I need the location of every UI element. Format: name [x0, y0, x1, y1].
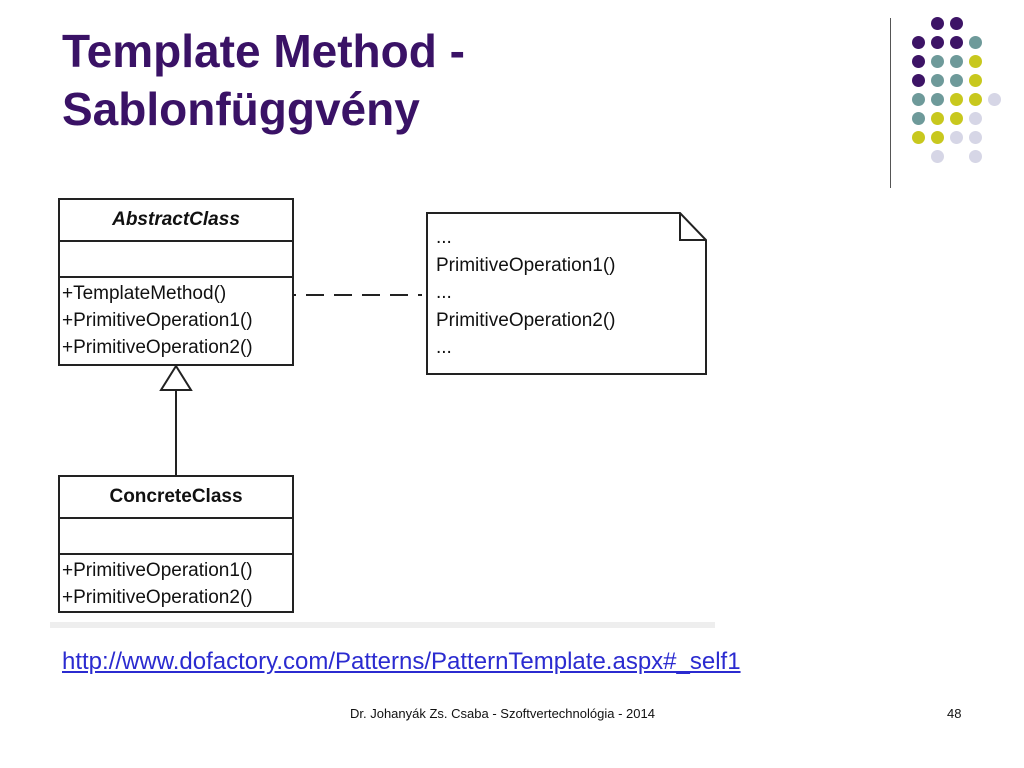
- decorative-dot: [930, 73, 944, 87]
- concrete-class-operations: +PrimitiveOperation1() +PrimitiveOperati…: [60, 555, 292, 613]
- decorative-dot: [968, 92, 982, 106]
- note-text: ... PrimitiveOperation1() ... PrimitiveO…: [436, 224, 616, 362]
- concrete-class-attributes: [60, 519, 292, 555]
- note-line-5: ...: [436, 337, 452, 358]
- note-line-1: ...: [436, 227, 452, 248]
- decorative-dot: [949, 16, 963, 30]
- abstract-op-primitive-2: +PrimitiveOperation2(): [62, 337, 253, 358]
- diagram-bottom-strip: [50, 622, 715, 628]
- concrete-op-primitive-2: +PrimitiveOperation2(): [62, 587, 253, 608]
- note-shape: [426, 212, 707, 375]
- note-line-3: ...: [436, 282, 452, 303]
- abstract-op-template-method: +TemplateMethod(): [62, 283, 227, 304]
- decorative-dot: [911, 111, 925, 125]
- decorative-dot: [911, 92, 925, 106]
- page-number: 48: [947, 706, 962, 721]
- decorative-dot: [949, 92, 963, 106]
- decorative-dot: [930, 16, 944, 30]
- decorative-dot: [949, 111, 963, 125]
- decorative-dot: [930, 35, 944, 49]
- decorative-dot: [930, 92, 944, 106]
- slide-title-line-2: Sablonfüggvény: [62, 83, 420, 135]
- decorative-dot: [930, 149, 944, 163]
- decorative-dot: [949, 130, 963, 144]
- decorative-dot: [949, 54, 963, 68]
- decorative-dot: [911, 130, 925, 144]
- source-link[interactable]: http://www.dofactory.com/Patterns/Patter…: [62, 648, 741, 675]
- concrete-op-primitive-1: +PrimitiveOperation1(): [62, 560, 253, 581]
- slide-title-line-1: Template Method -: [62, 25, 465, 77]
- decorative-dot: [968, 111, 982, 125]
- decorative-dot: [930, 54, 944, 68]
- decorative-dot: [968, 54, 982, 68]
- uml-note: ... PrimitiveOperation1() ... PrimitiveO…: [426, 212, 707, 375]
- uml-connectors: [159, 294, 422, 476]
- decorative-dot: [911, 73, 925, 87]
- decorative-dot-grid: [0, 0, 1024, 200]
- decorative-dot: [949, 73, 963, 87]
- abstract-class-attributes: [60, 242, 292, 278]
- abstract-class-operations: +TemplateMethod() +PrimitiveOperation1()…: [60, 278, 292, 363]
- decorative-dot: [968, 73, 982, 87]
- concrete-class-name: ConcreteClass: [60, 477, 292, 519]
- abstract-class-name: AbstractClass: [60, 200, 292, 242]
- uml-diagram: AbstractClass +TemplateMethod() +Primiti…: [50, 190, 730, 630]
- decorative-dot: [968, 35, 982, 49]
- inheritance-arrow: [159, 364, 193, 391]
- decorative-dot: [930, 111, 944, 125]
- note-line-4: PrimitiveOperation2(): [436, 309, 616, 331]
- decorative-dot: [911, 35, 925, 49]
- note-line-2: PrimitiveOperation1(): [436, 254, 616, 276]
- slide-title: Template Method - Sablonfüggvény: [62, 22, 822, 138]
- decorative-divider: [890, 18, 891, 188]
- abstract-op-primitive-1: +PrimitiveOperation1(): [62, 310, 253, 331]
- decorative-dot: [968, 130, 982, 144]
- concrete-class-box: ConcreteClass +PrimitiveOperation1() +Pr…: [58, 475, 294, 613]
- decorative-dot: [911, 54, 925, 68]
- decorative-dot: [930, 130, 944, 144]
- abstract-class-box: AbstractClass +TemplateMethod() +Primiti…: [58, 198, 294, 366]
- footer-text: Dr. Johanyák Zs. Csaba - Szoftvertechnol…: [350, 706, 655, 721]
- decorative-dot: [968, 149, 982, 163]
- decorative-dot: [949, 35, 963, 49]
- decorative-dot: [987, 92, 1001, 106]
